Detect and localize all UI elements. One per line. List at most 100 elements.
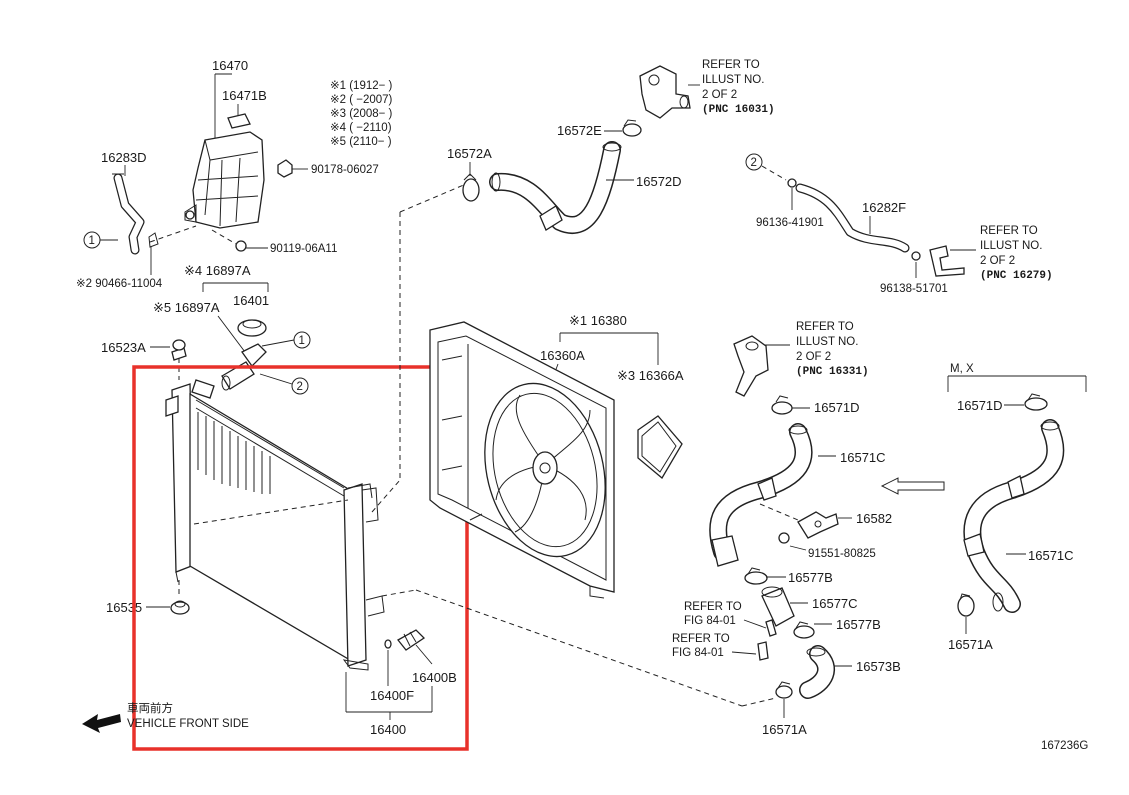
svg-text:FIG 84-01: FIG 84-01	[672, 647, 724, 659]
fan-blades	[495, 394, 591, 533]
label-16401: 16401	[233, 293, 269, 308]
svg-text:(PNC 16031): (PNC 16031)	[702, 104, 775, 116]
lower-hose-16573B	[799, 645, 836, 699]
label-16535: 16535	[106, 600, 142, 615]
label-96136-41901: 96136-41901	[756, 217, 824, 229]
applicability-notes: ※1 (1912− ) ※2 ( −2007) ※3 (2008− ) ※4 (…	[330, 80, 393, 148]
water-outlet-16031	[639, 65, 691, 119]
label-16582: 16582	[856, 511, 892, 526]
cushion-16523A	[171, 339, 187, 361]
svg-text:REFER TO: REFER TO	[672, 633, 730, 645]
label-16572D: 16572D	[636, 174, 682, 189]
bolt-91551	[778, 532, 807, 551]
label-90119-06A11: 90119-06A11	[270, 243, 337, 255]
svg-text:REFER TO: REFER TO	[980, 225, 1038, 237]
label-16470: 16470	[212, 58, 248, 73]
bypass-hose-16282F	[795, 183, 910, 253]
svg-text:REFER TO: REFER TO	[796, 321, 854, 333]
radiator-assembly	[165, 379, 385, 671]
hose-clamp-16577B-lower	[793, 621, 815, 639]
label-16283D: 16283D	[101, 150, 147, 165]
label-16572A: 16572A	[447, 146, 492, 161]
svg-text:※1 (1912− ): ※1 (1912− )	[330, 80, 393, 92]
lower-hose-16571C-center	[709, 423, 813, 567]
label-mx-variant: M, X	[950, 363, 974, 375]
svg-text:REFER TO: REFER TO	[702, 59, 760, 71]
label-vehicle-front-jp: 車両前方	[127, 701, 173, 715]
hose-clamp-16571D-right	[1024, 393, 1048, 411]
bracket-16582	[797, 511, 839, 539]
label-16571A-right: 16571A	[948, 637, 993, 652]
label-16523A: 16523A	[101, 340, 146, 355]
svg-text:2 OF 2: 2 OF 2	[796, 351, 831, 363]
svg-text:ILLUST NO.: ILLUST NO.	[980, 240, 1042, 252]
label-16577B-upper: 16577B	[788, 570, 833, 585]
svg-text:2: 2	[297, 381, 303, 393]
label-16573B: 16573B	[856, 659, 901, 674]
svg-text:※5 (2110− ): ※5 (2110− )	[330, 136, 392, 148]
label-16380: ※1 16380	[569, 313, 627, 328]
overflow-hose-16283D	[112, 173, 159, 255]
hose-clamp-16571A-center	[775, 681, 793, 699]
bolt-90178	[277, 159, 308, 178]
fan-shroud-16360A	[429, 321, 615, 599]
svg-text:2 OF 2: 2 OF 2	[702, 89, 737, 101]
lower-hose-16571C-right	[963, 419, 1065, 613]
direction-arrow-icon	[880, 477, 945, 495]
water-inlet-16331	[733, 335, 769, 397]
svg-text:FIG 84-01: FIG 84-01	[684, 615, 736, 627]
svg-text:※3 (2008− ): ※3 (2008− )	[330, 108, 393, 120]
label-vehicle-front-en: VEHICLE FRONT SIDE	[127, 718, 249, 730]
callout-1-center: 1	[261, 331, 311, 349]
svg-text:(PNC 16331): (PNC 16331)	[796, 366, 869, 378]
label-16400B: 16400B	[412, 670, 457, 685]
hose-clamp-16572E	[622, 119, 642, 137]
label-16400: 16400	[370, 722, 406, 737]
label-16572E: 16572E	[557, 123, 602, 138]
ref-16031: REFER TO ILLUST NO. 2 OF 2 (PNC 16031)	[702, 59, 775, 116]
reservoir-tank	[184, 131, 265, 229]
label-16400F: 16400F	[370, 688, 414, 703]
illustration-id: 167236G	[1041, 740, 1088, 752]
label-16282F: 16282F	[862, 200, 906, 215]
clamp-96138	[911, 251, 921, 278]
svg-text:ILLUST NO.: ILLUST NO.	[796, 336, 858, 348]
label-16360A: 16360A	[540, 348, 585, 363]
svg-text:ILLUST NO.: ILLUST NO.	[702, 74, 764, 86]
label-90466-11004: ※2 90466-11004	[76, 278, 163, 290]
hose-clamp-16571D-center	[771, 395, 793, 415]
bolt-90119	[235, 240, 268, 252]
svg-text:1: 1	[299, 335, 305, 347]
cushion-16535	[170, 600, 190, 615]
label-16577B-lower: 16577B	[836, 617, 881, 632]
svg-text:※2 ( −2007): ※2 ( −2007)	[330, 94, 393, 106]
drain-o-ring-16400F	[384, 639, 392, 649]
vehicle-front-arrow-icon	[82, 714, 121, 733]
svg-text:2 OF 2: 2 OF 2	[980, 255, 1015, 267]
svg-text:1: 1	[89, 235, 95, 247]
drain-cock-16400B	[397, 629, 426, 651]
label-91551-80825: 91551-80825	[808, 548, 876, 560]
ref-16279: REFER TO ILLUST NO. 2 OF 2 (PNC 16279)	[980, 225, 1053, 282]
label-16577C: 16577C	[812, 596, 858, 611]
label-16366A: ※3 16366A	[617, 368, 684, 383]
pipe-16577C	[761, 586, 795, 627]
label-16571A-center: 16571A	[762, 722, 807, 737]
label-16571D-right: 16571D	[957, 398, 1003, 413]
pipe-16279	[929, 245, 965, 277]
callout-2-right: 2	[745, 153, 787, 181]
label-90178-06027: 90178-06027	[311, 164, 379, 176]
label-16571C-center: 16571C	[840, 450, 886, 465]
label-16897A-4: ※4 16897A	[184, 263, 251, 278]
hose-clamp-16577B-upper	[744, 567, 768, 585]
hose-clamp-16572A	[462, 173, 480, 202]
svg-text:2: 2	[751, 157, 757, 169]
radiator-fins	[197, 412, 271, 494]
label-96138-51701: 96138-51701	[880, 283, 948, 295]
svg-text:REFER TO: REFER TO	[684, 601, 742, 613]
clamp-96136	[787, 178, 797, 210]
svg-text:(PNC 16279): (PNC 16279)	[980, 270, 1053, 282]
ref-16331: REFER TO ILLUST NO. 2 OF 2 (PNC 16331)	[796, 321, 869, 378]
callout-2-center: 2	[259, 373, 309, 395]
cover-16366A	[637, 415, 683, 479]
